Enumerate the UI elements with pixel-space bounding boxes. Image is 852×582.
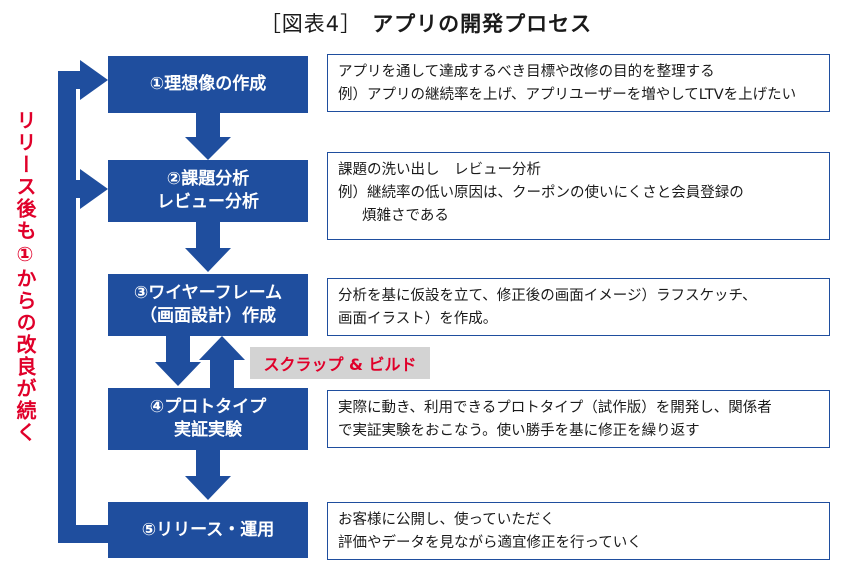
step-1-label: ①理想像の作成 bbox=[149, 74, 267, 94]
step-2-label-line2: レビュー分析 bbox=[157, 192, 259, 212]
step-3-box: ③ワイヤーフレーム （画面設計）作成 bbox=[108, 274, 308, 336]
up-arrow-4-3 bbox=[199, 336, 245, 388]
loop-back-connector bbox=[58, 60, 110, 543]
description-line: 分析を基に仮設を立て、修正後の画面イメージ）ラフスケッチ、 bbox=[338, 288, 757, 304]
step-4-label-line2: 実証実験 bbox=[174, 420, 242, 440]
down-arrow-4-5 bbox=[185, 450, 231, 500]
figure-title: ［図表4］ アプリの開発プロセス bbox=[0, 8, 852, 38]
description-line: 煩雑さである bbox=[362, 208, 449, 224]
description-line: 評価やデータを見ながら適宜修正を行っていく bbox=[338, 535, 642, 551]
description-line: 例）継続率の低い原因は、クーポンの使いにくさと会員登録の bbox=[338, 185, 744, 201]
step-1-description: アプリを通して達成するべき目標や改修の目的を整理する 例）アプリの継続率を上げ、… bbox=[327, 54, 830, 112]
step-3-label-line2: （画面設計）作成 bbox=[140, 306, 276, 326]
step-5-box: ⑤リリース・運用 bbox=[108, 502, 308, 558]
step-4-label-line1: ④プロトタイプ bbox=[149, 397, 267, 417]
description-line: アプリを通して達成するべき目標や改修の目的を整理する bbox=[338, 64, 715, 80]
description-line: 画面イラスト）を作成。 bbox=[338, 311, 498, 327]
step-3-description: 分析を基に仮設を立て、修正後の画面イメージ）ラフスケッチ、 画面イラスト）を作成… bbox=[327, 278, 830, 336]
scrap-and-build-label: スクラップ & ビルド bbox=[250, 347, 430, 379]
step-1-box: ①理想像の作成 bbox=[108, 56, 308, 113]
figure-title-text: アプリの開発プロセス bbox=[372, 12, 593, 36]
down-arrow-2-3 bbox=[185, 222, 231, 272]
step-2-description: 課題の洗い出し レビュー分析 例）継続率の低い原因は、クーポンの使いにくさと会員… bbox=[327, 152, 830, 240]
step-5-description: お客様に公開し、使っていただく 評価やデータを見ながら適宜修正を行っていく bbox=[327, 502, 830, 560]
down-arrow-3-4 bbox=[155, 336, 201, 386]
step-5-label: ⑤リリース・運用 bbox=[141, 519, 275, 540]
step-2-box: ②課題分析 レビュー分析 bbox=[108, 160, 308, 222]
down-arrow-1-2 bbox=[185, 113, 231, 160]
description-line: 例）アプリの継続率を上げ、アプリユーザーを増やしてLTVを上げたい bbox=[338, 87, 797, 103]
figure-number: ［図表4］ bbox=[259, 12, 363, 36]
description-line: で実証実験をおこなう。使い勝手を基に修正を繰り返す bbox=[338, 423, 700, 439]
step-4-description: 実際に動き、利用できるプロトタイプ（試作版）を開発し、関係者 で実証実験をおこな… bbox=[327, 390, 830, 448]
loop-label: リリース後も①からの改良が続く bbox=[13, 110, 37, 444]
description-line: お客様に公開し、使っていただく bbox=[338, 512, 555, 528]
description-line: 課題の洗い出し レビュー分析 bbox=[338, 162, 541, 178]
description-line: 実際に動き、利用できるプロトタイプ（試作版）を開発し、関係者 bbox=[338, 400, 772, 416]
step-3-label-line1: ③ワイヤーフレーム bbox=[133, 283, 283, 303]
step-2-label-line1: ②課題分析 bbox=[166, 169, 250, 189]
step-4-box: ④プロトタイプ 実証実験 bbox=[108, 388, 308, 450]
